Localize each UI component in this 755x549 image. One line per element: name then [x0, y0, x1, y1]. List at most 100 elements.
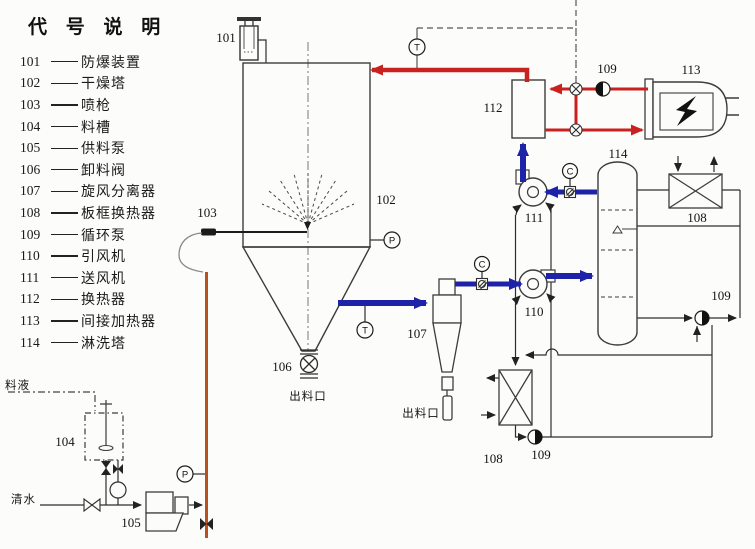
heater-circuit-valve-bottom — [569, 123, 583, 137]
instrument-letter: T — [362, 326, 368, 337]
legend-item-dash — [51, 169, 78, 171]
circulation-pump-heater — [595, 81, 611, 97]
legend-item-code: 103 — [20, 96, 41, 112]
tag-supply-fan: 111 — [525, 210, 544, 225]
legend-item: 114 淋洗塔 — [20, 332, 215, 354]
legend-item-label: 料槽 — [81, 120, 111, 136]
legend-item-code: 111 — [20, 269, 40, 285]
discharge-valve — [299, 349, 319, 379]
tag-id-fan: 110 — [524, 304, 543, 319]
tank-outlet-valve — [101, 461, 111, 475]
legend-item: 104 料槽 — [20, 116, 215, 138]
hot-air-main-duct — [370, 64, 530, 82]
legend-item: 109 循环泵 — [20, 224, 215, 246]
rotameter — [109, 481, 127, 499]
tag-feed-tank: 104 — [55, 434, 75, 449]
legend-item-code: 107 — [20, 183, 41, 199]
legend-title: 代 号 说 明 — [28, 17, 168, 38]
label-tower-discharge: 出料口 — [289, 389, 327, 403]
tag-heat-exchanger: 112 — [483, 100, 502, 115]
legend-item-code: 108 — [20, 204, 41, 220]
legend-item-dash — [51, 320, 78, 322]
legend-item-code: 110 — [20, 248, 40, 264]
tag-spray-gun: 103 — [197, 205, 217, 220]
legend-item-dash — [51, 190, 78, 192]
legend-item-label: 循环泵 — [81, 228, 126, 244]
legend-item: 113 间接加热器 — [20, 310, 215, 332]
legend-item: 110 引风机 — [20, 245, 215, 267]
explosion-vent — [237, 17, 261, 61]
legend-item: 108 板框换热器 — [20, 202, 215, 224]
tag-cyclone: 107 — [407, 326, 427, 341]
legend-item-code: 113 — [20, 312, 40, 328]
instrument-letter: P — [182, 470, 188, 481]
legend-item-label: 间接加热器 — [81, 314, 156, 330]
legend-item-label: 板框换热器 — [81, 206, 156, 222]
legend-item-label: 供料泵 — [81, 142, 126, 158]
legend-item-code: 101 — [20, 53, 41, 69]
hot-air-lines — [370, 64, 648, 136]
legend-item-code: 104 — [20, 118, 41, 134]
legend-item-code: 112 — [20, 291, 40, 307]
indirect-heater — [644, 78, 739, 140]
legend-item-label: 淋洗塔 — [81, 336, 126, 352]
instrument-letter: P — [389, 236, 395, 247]
fan111-inlet-damper — [563, 178, 577, 199]
tag-drying-tower: 102 — [376, 192, 396, 207]
instrument-letter: C — [479, 260, 486, 271]
tag-plate-hx-bottom: 108 — [483, 451, 503, 466]
tag-circ-pump-heater: 109 — [597, 61, 617, 76]
feed-pump — [145, 491, 189, 532]
legend-item-code: 105 — [20, 140, 41, 156]
controller-fan110 — [473, 255, 491, 273]
tank-branch-valve — [113, 464, 123, 474]
tag-circ-pump-top: 109 — [711, 288, 731, 303]
tag-plate-hx-top: 108 — [687, 210, 707, 225]
feed-liquid-line — [8, 391, 96, 411]
circulation-pump-top — [694, 310, 710, 326]
legend-item-dash — [51, 147, 78, 149]
legend-item-code: 109 — [20, 226, 41, 242]
temperature-indicator-exhaust — [356, 321, 374, 339]
pressure-indicator-feed — [176, 465, 194, 483]
legend-item-label: 喷枪 — [81, 98, 111, 114]
legend-item-code: 114 — [20, 334, 40, 350]
legend-item-dash — [51, 61, 78, 63]
legend-item-label: 换热器 — [81, 293, 126, 309]
circulation-pump-bottom — [527, 429, 543, 445]
fan110-inlet-damper — [475, 271, 489, 291]
legend-item-label: 干燥塔 — [81, 77, 126, 93]
legend-item-dash — [51, 298, 78, 300]
clean-water-valve — [83, 497, 101, 513]
tag-feed-pump: 105 — [121, 515, 141, 530]
legend-item-label: 引风机 — [81, 250, 126, 266]
legend-item-dash — [51, 277, 78, 279]
legend-item-code: 102 — [20, 75, 41, 91]
plate-heat-exchanger-top — [668, 173, 723, 209]
label-clean-water: 清水 — [11, 493, 36, 506]
instrument-letter: C — [567, 167, 574, 178]
drying-tower — [241, 62, 372, 352]
label-feed-liquid: 料液 — [5, 378, 30, 392]
legend-item: 105 供料泵 — [20, 137, 215, 159]
instrument-bubbles — [176, 38, 579, 483]
lightning-icon — [676, 96, 697, 126]
tag-indirect-heater: 113 — [681, 62, 700, 77]
instrument-letter: T — [414, 43, 420, 54]
plate-heat-exchanger-bottom — [498, 369, 533, 426]
control-signal-lines — [416, 0, 577, 83]
temperature-indicator-hot-air — [408, 38, 426, 56]
legend-item: 111 送风机 — [20, 267, 215, 289]
legend-item-code: 106 — [20, 161, 41, 177]
legend-item-dash — [51, 82, 78, 85]
heat-exchanger — [511, 79, 546, 139]
wash-tower — [597, 161, 638, 346]
legend-item: 102 干燥塔 — [20, 73, 215, 95]
tag-explosion-vent: 101 — [216, 30, 236, 45]
legend-item-label: 送风机 — [81, 271, 126, 287]
